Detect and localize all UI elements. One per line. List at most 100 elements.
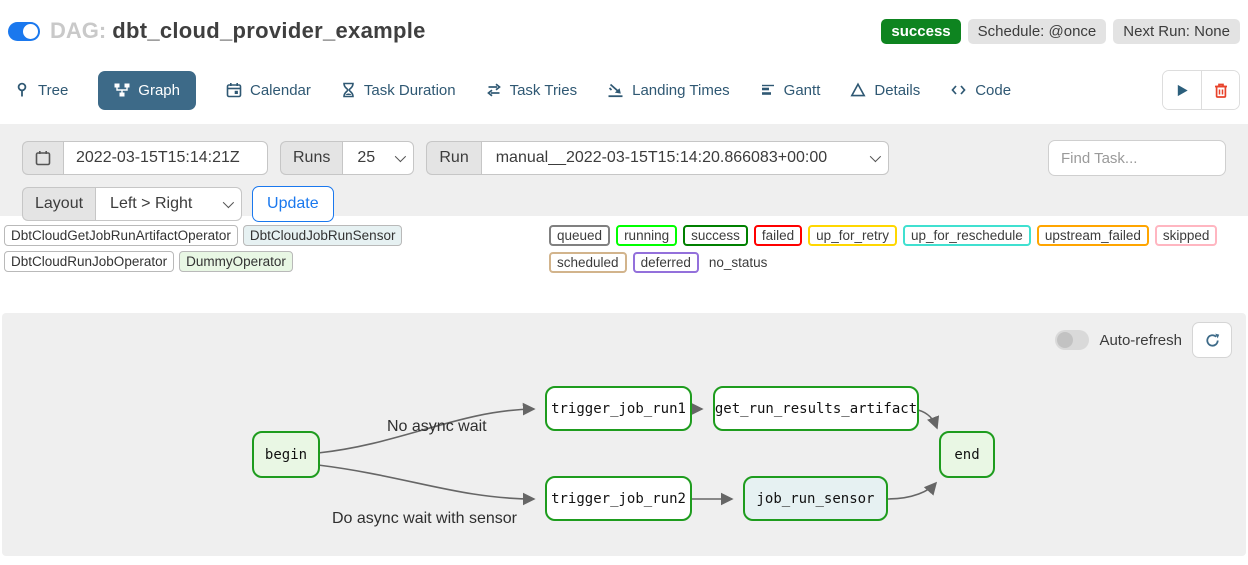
dag-name: dbt_cloud_provider_example [112,18,426,43]
dag-graph-canvas[interactable]: No async wait Do async wait with sensor … [2,313,1246,556]
tab-task-duration[interactable]: Task Duration [341,82,456,99]
update-button[interactable]: Update [252,186,334,222]
find-task-input[interactable] [1048,140,1226,176]
operator-badge: DummyOperator [179,251,293,272]
refresh-icon [1205,333,1219,346]
layout-select[interactable]: Left > Right [95,187,243,221]
task-node-trigger-job-run2[interactable]: trigger_job_run2 [545,476,692,521]
tab-label: Task Tries [509,81,578,99]
tab-label: Tree [38,81,69,99]
calendar-icon [35,151,51,166]
tab-task-tries[interactable]: Task Tries [486,81,578,99]
runs-count-group: Runs 25 [280,141,415,175]
trigger-dag-button[interactable] [1163,71,1201,109]
filter-bar: Runs 25 Run manual__2022-03-15T15:14:20.… [0,124,1248,222]
tab-label: Graph [138,81,180,99]
runs-count-value: 25 [357,149,376,166]
chevron-down-icon [395,150,407,163]
layout-label: Layout [22,187,96,221]
task-node-job-run-sensor[interactable]: job_run_sensor [743,476,888,521]
dag-title-prefix: DAG: [50,18,107,43]
layout-group: Layout Left > Right [22,187,243,221]
tab-label: Details [874,81,921,99]
tab-label: Task Duration [363,81,456,99]
tab-details[interactable]: Details [850,82,920,99]
status-legend-badge[interactable]: queued [549,225,611,246]
tab-label: Gantt [783,81,821,99]
tab-tree[interactable]: Tree [14,82,68,99]
date-picker-button[interactable] [22,141,63,175]
filter-row-1: Runs 25 Run manual__2022-03-15T15:14:20.… [22,140,1226,176]
legend-bar: DbtCloudGetJobRunArtifactOperator DbtClo… [0,216,1248,279]
tab-calendar[interactable]: Calendar [226,82,311,99]
calendar-icon [226,83,242,98]
tab-label: Calendar [250,81,311,99]
status-legend-badge[interactable]: success [683,225,748,246]
hourglass-icon [343,82,354,98]
trash-icon [1214,83,1227,98]
tree-icon [17,82,27,97]
status-legend-no-status: no_status [708,255,768,270]
edge-label-no-async-wait: No async wait [387,418,487,435]
run-label: Run [426,141,481,175]
toggle-knob [23,23,38,39]
status-legend-badge[interactable]: running [616,225,678,246]
tab-label: Code [975,81,1012,99]
chevron-down-icon [222,196,235,209]
status-legend-badge[interactable]: deferred [632,252,699,273]
tab-label: Landing Times [632,81,730,99]
tab-code[interactable]: Code [950,82,1011,99]
operator-legend: DbtCloudGetJobRunArtifactOperator DbtClo… [4,225,549,272]
run-select-value: manual__2022-03-15T15:14:20.866083+00:00 [495,149,828,166]
next-run-badge: Next Run: None [1113,18,1240,44]
auto-refresh-toggle[interactable] [1055,330,1090,350]
page-title: DAG:dbt_cloud_provider_example [50,18,426,44]
tab-graph[interactable]: Graph [98,70,196,110]
auto-refresh-label: Auto-refresh [1099,331,1182,349]
tab-landing-times[interactable]: Landing Times [607,82,730,99]
runs-count-select[interactable]: 25 [342,141,415,175]
run-select-group: Run manual__2022-03-15T15:14:20.866083+0… [426,141,889,175]
refresh-button[interactable] [1192,322,1232,358]
execution-date-group [22,141,268,175]
status-legend-badge[interactable]: scheduled [549,252,627,273]
dag-action-buttons [1162,70,1240,110]
task-node-trigger-job-run1[interactable]: trigger_job_run1 [545,386,692,431]
repeat-icon [486,83,501,97]
dag-header: DAG:dbt_cloud_provider_example success S… [0,0,1248,58]
header-badges: success Schedule: @once Next Run: None [881,18,1240,44]
schedule-badge[interactable]: Schedule: @once [967,18,1107,44]
layout-select-value: Left > Right [110,195,193,212]
status-legend-badge[interactable]: up_for_reschedule [902,225,1031,246]
operator-badge: DbtCloudGetJobRunArtifactOperator [4,225,238,246]
details-icon [850,82,866,97]
gantt-icon [761,84,774,95]
play-icon [1177,84,1188,96]
task-node-get-run-results-artifact[interactable]: get_run_results_artifact [713,386,919,431]
status-legend-badge[interactable]: skipped [1154,225,1218,246]
task-node-end[interactable]: end [939,431,995,478]
operator-badge: DbtCloudRunJobOperator [4,251,175,272]
dag-pause-toggle[interactable] [8,21,40,41]
status-legend: queued running success failed up_for_ret… [549,225,1244,273]
graph-toolbar: Auto-refresh [1055,322,1232,358]
delete-dag-button[interactable] [1201,71,1239,109]
status-badge: success [881,18,961,44]
status-legend-badge[interactable]: upstream_failed [1036,225,1149,246]
task-node-begin[interactable]: begin [252,431,320,478]
run-select[interactable]: manual__2022-03-15T15:14:20.866083+00:00 [480,141,889,175]
runs-label: Runs [280,141,343,175]
chevron-down-icon [869,150,881,163]
operator-badge: DbtCloudJobRunSensor [242,225,403,246]
view-tabbar: Tree Graph Calendar Task Duration Task T… [0,58,1248,124]
tab-gantt[interactable]: Gantt [760,81,821,99]
edge-label-do-async-wait: Do async wait with sensor [332,510,517,527]
code-icon [951,85,966,95]
graph-icon [114,83,130,97]
status-legend-badge[interactable]: failed [753,225,803,246]
toggle-knob [1057,332,1074,348]
execution-date-input[interactable] [63,141,268,175]
status-legend-badge[interactable]: up_for_retry [808,225,897,246]
filter-row-2: Layout Left > Right Update [22,186,1226,222]
dag-edges-svg [317,402,940,506]
